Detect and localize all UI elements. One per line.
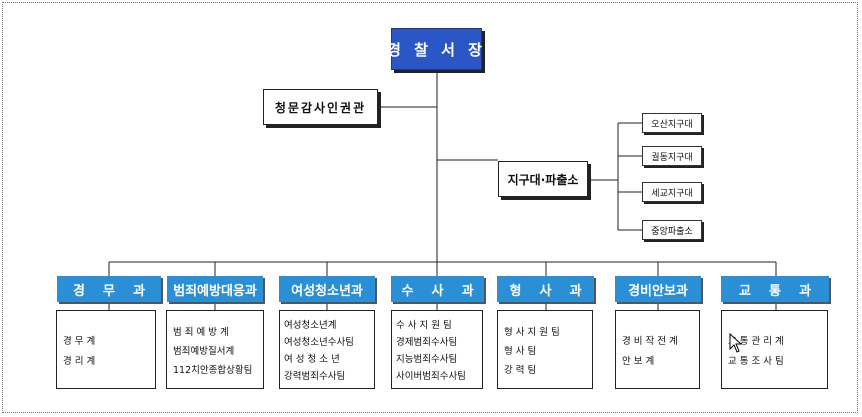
department-name: 경비안보과 bbox=[628, 283, 688, 299]
team-label: 경 리 계 bbox=[63, 355, 96, 367]
precinct-unit-box: 중앙파출소 bbox=[642, 220, 702, 240]
team-label: 여성청소년계 bbox=[284, 320, 337, 331]
mouse-pointer-icon bbox=[729, 333, 743, 353]
audit-label: 청문감사인권관 bbox=[274, 100, 367, 115]
precinct-unit-label: 중앙파출소 bbox=[651, 226, 693, 237]
department-teams: 범 죄 예 방 계 범죄예방질서계 112치안종합상황팀 bbox=[166, 310, 264, 389]
department-teams: 형 사 지 원 팀 형 사 팀 강 력 팀 bbox=[497, 310, 593, 389]
audit-box: 청문감사인권관 bbox=[263, 89, 378, 125]
department-header: 범죄예방대응과 bbox=[167, 276, 263, 302]
team-label: 범죄예방질서계 bbox=[173, 345, 235, 357]
department-name: 경 무 과 bbox=[72, 283, 146, 299]
department-name: 여성청소년과 bbox=[291, 283, 363, 299]
department-name: 수 사 과 bbox=[401, 283, 474, 299]
team-label: 강 력 팀 bbox=[504, 364, 537, 376]
team-label: 112치안종합상황팀 bbox=[173, 364, 253, 376]
department-teams: 교 통 관 리 계 교 통 조 사 팀 bbox=[721, 310, 828, 389]
precinct-unit-box: 궐동지구대 bbox=[642, 146, 702, 166]
department-name: 교 통 과 bbox=[738, 283, 812, 299]
team-label: 경 무 계 bbox=[63, 335, 96, 347]
department-header: 경비안보과 bbox=[615, 276, 701, 302]
team-label: 여 성 청 소 년 bbox=[284, 354, 340, 365]
precinct-label: 지구대·파출소 bbox=[507, 172, 579, 187]
team-label: 경 비 작 전 계 bbox=[622, 335, 678, 347]
precinct-unit-label: 오산지구대 bbox=[651, 119, 693, 130]
precinct-unit-box: 오산지구대 bbox=[642, 113, 702, 133]
team-label: 지능범죄수사팀 bbox=[396, 354, 458, 365]
department-header: 교 통 과 bbox=[721, 276, 829, 302]
department-header: 형 사 과 bbox=[497, 276, 594, 302]
team-label: 여성청소년수사팀 bbox=[284, 337, 354, 348]
team-label: 형 사 팀 bbox=[504, 345, 537, 357]
precinct-unit-label: 궐동지구대 bbox=[651, 152, 693, 163]
team-label: 형 사 지 원 팀 bbox=[504, 326, 560, 338]
team-label: 경제범죄수사팀 bbox=[396, 337, 458, 348]
department-name: 형 사 과 bbox=[509, 283, 582, 299]
team-label: 안 보 계 bbox=[622, 355, 655, 367]
team-label: 교 통 조 사 팀 bbox=[728, 355, 784, 367]
department-header: 수 사 과 bbox=[391, 276, 484, 302]
department-name: 범죄예방대응과 bbox=[173, 283, 257, 299]
chief-label: 경 찰 서 장 bbox=[387, 40, 486, 59]
department-teams: 수 사 지 원 팀 경제범죄수사팀 지능범죄수사팀 사이버범죄수사팀 bbox=[391, 310, 483, 389]
canvas-frame bbox=[2, 2, 858, 413]
department-teams: 경 비 작 전 계 안 보 계 bbox=[615, 310, 700, 389]
department-header: 경 무 과 bbox=[57, 276, 161, 302]
chief-box: 경 찰 서 장 bbox=[387, 28, 482, 70]
team-label: 강력범죄수사팀 bbox=[284, 371, 346, 382]
team-label: 교 통 관 리 계 bbox=[728, 335, 784, 347]
team-label: 수 사 지 원 팀 bbox=[396, 320, 452, 331]
department-teams: 경 무 계 경 리 계 bbox=[56, 310, 156, 389]
department-teams: 여성청소년계 여성청소년수사팀 여 성 청 소 년 강력범죄수사팀 bbox=[279, 310, 375, 389]
team-label: 사이버범죄수사팀 bbox=[396, 371, 466, 382]
precinct-unit-box: 세교지구대 bbox=[642, 182, 702, 202]
precinct-unit-label: 세교지구대 bbox=[651, 188, 693, 199]
precinct-box: 지구대·파출소 bbox=[498, 161, 588, 197]
department-header: 여성청소년과 bbox=[279, 276, 375, 302]
team-label: 범 죄 예 방 계 bbox=[173, 326, 229, 338]
